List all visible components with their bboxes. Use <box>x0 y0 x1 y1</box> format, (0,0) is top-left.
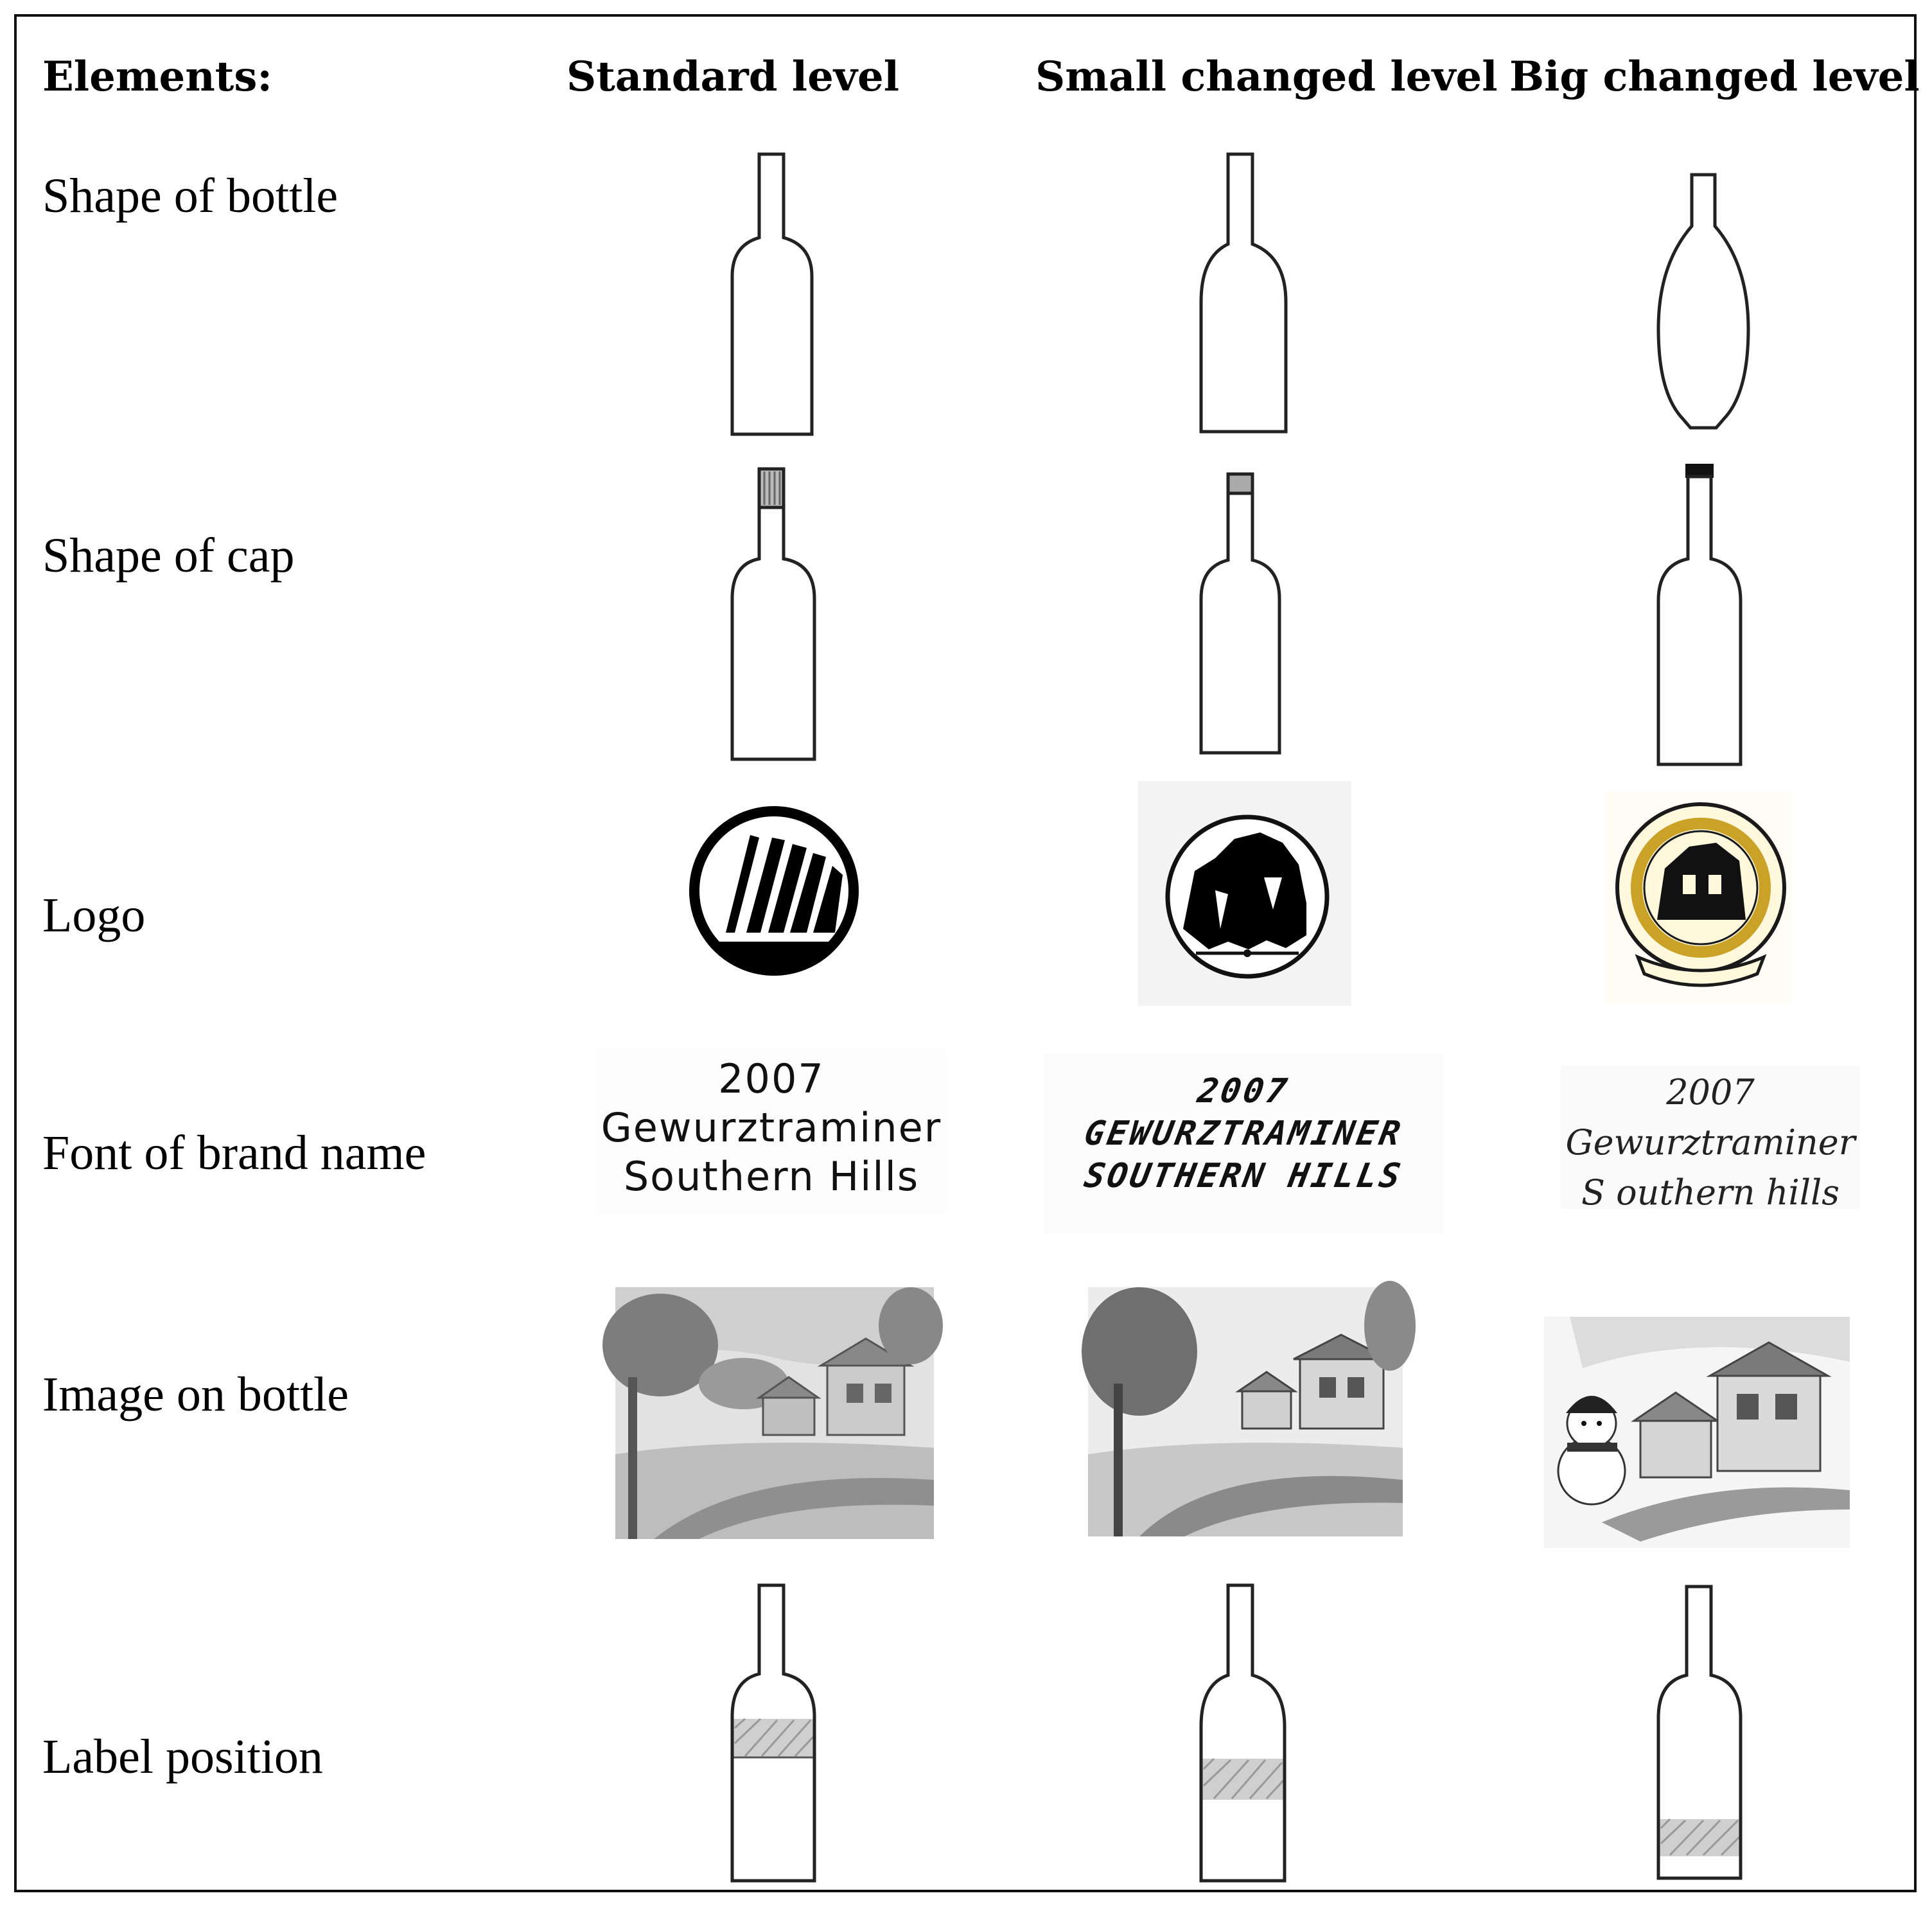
row-label-shape-of-bottle: Shape of bottle <box>42 169 338 223</box>
header-small-changed-level: Small changed level <box>1035 53 1498 101</box>
bottle-image-big <box>1544 1317 1850 1548</box>
brand-font-standard: 2007 Gewurztraminer Southern Hills <box>596 1050 947 1215</box>
cap-shape-small <box>1199 472 1281 755</box>
header-standard-level: Standard level <box>566 53 899 101</box>
logo-small <box>1138 781 1351 1006</box>
label-position-big <box>1656 1585 1743 1880</box>
figure-frame <box>14 14 1917 1892</box>
bottle-shape-standard <box>730 152 814 436</box>
bottle-shape-small <box>1199 152 1288 434</box>
row-label-label-position: Label position <box>42 1730 323 1784</box>
label-position-standard <box>730 1583 816 1883</box>
brand-line1-big: Gewurztraminer <box>1565 1122 1856 1163</box>
brand-year-standard: 2007 <box>718 1055 825 1102</box>
label-position-small <box>1199 1583 1287 1883</box>
brand-year-big: 2007 <box>1666 1072 1755 1113</box>
row-label-shape-of-cap: Shape of cap <box>42 529 295 583</box>
brand-year-small: 2007 <box>1195 1072 1292 1111</box>
row-label-image-on-bottle: Image on bottle <box>42 1368 349 1421</box>
brand-line2-standard: Southern Hills <box>623 1153 920 1200</box>
brand-line1-standard: Gewurztraminer <box>601 1104 942 1151</box>
header-elements: Elements: <box>42 53 272 101</box>
cap-shape-big <box>1656 464 1743 766</box>
row-label-font-of-brand-name: Font of brand name <box>42 1126 426 1180</box>
brand-line2-big: S outhern hills <box>1581 1172 1840 1213</box>
bottle-image-standard <box>602 1287 943 1539</box>
logo-standard <box>689 806 859 976</box>
row-label-logo: Logo <box>42 888 146 942</box>
brand-line1-small: GEWURZTRAMINER <box>1081 1114 1406 1153</box>
brand-font-small: 2007 GEWURZTRAMINER SOUTHERN HILLS <box>1044 1053 1443 1233</box>
bottle-image-small <box>1082 1281 1416 1536</box>
brand-line2-small: SOUTHERN HILLS <box>1081 1157 1406 1195</box>
bottle-shape-big <box>1656 173 1750 430</box>
brand-font-big: 2007 Gewurztraminer S outhern hills <box>1561 1066 1860 1213</box>
logo-big <box>1606 791 1792 1003</box>
cap-shape-standard <box>730 467 816 761</box>
header-big-changed-level: Big changed level <box>1509 53 1920 101</box>
